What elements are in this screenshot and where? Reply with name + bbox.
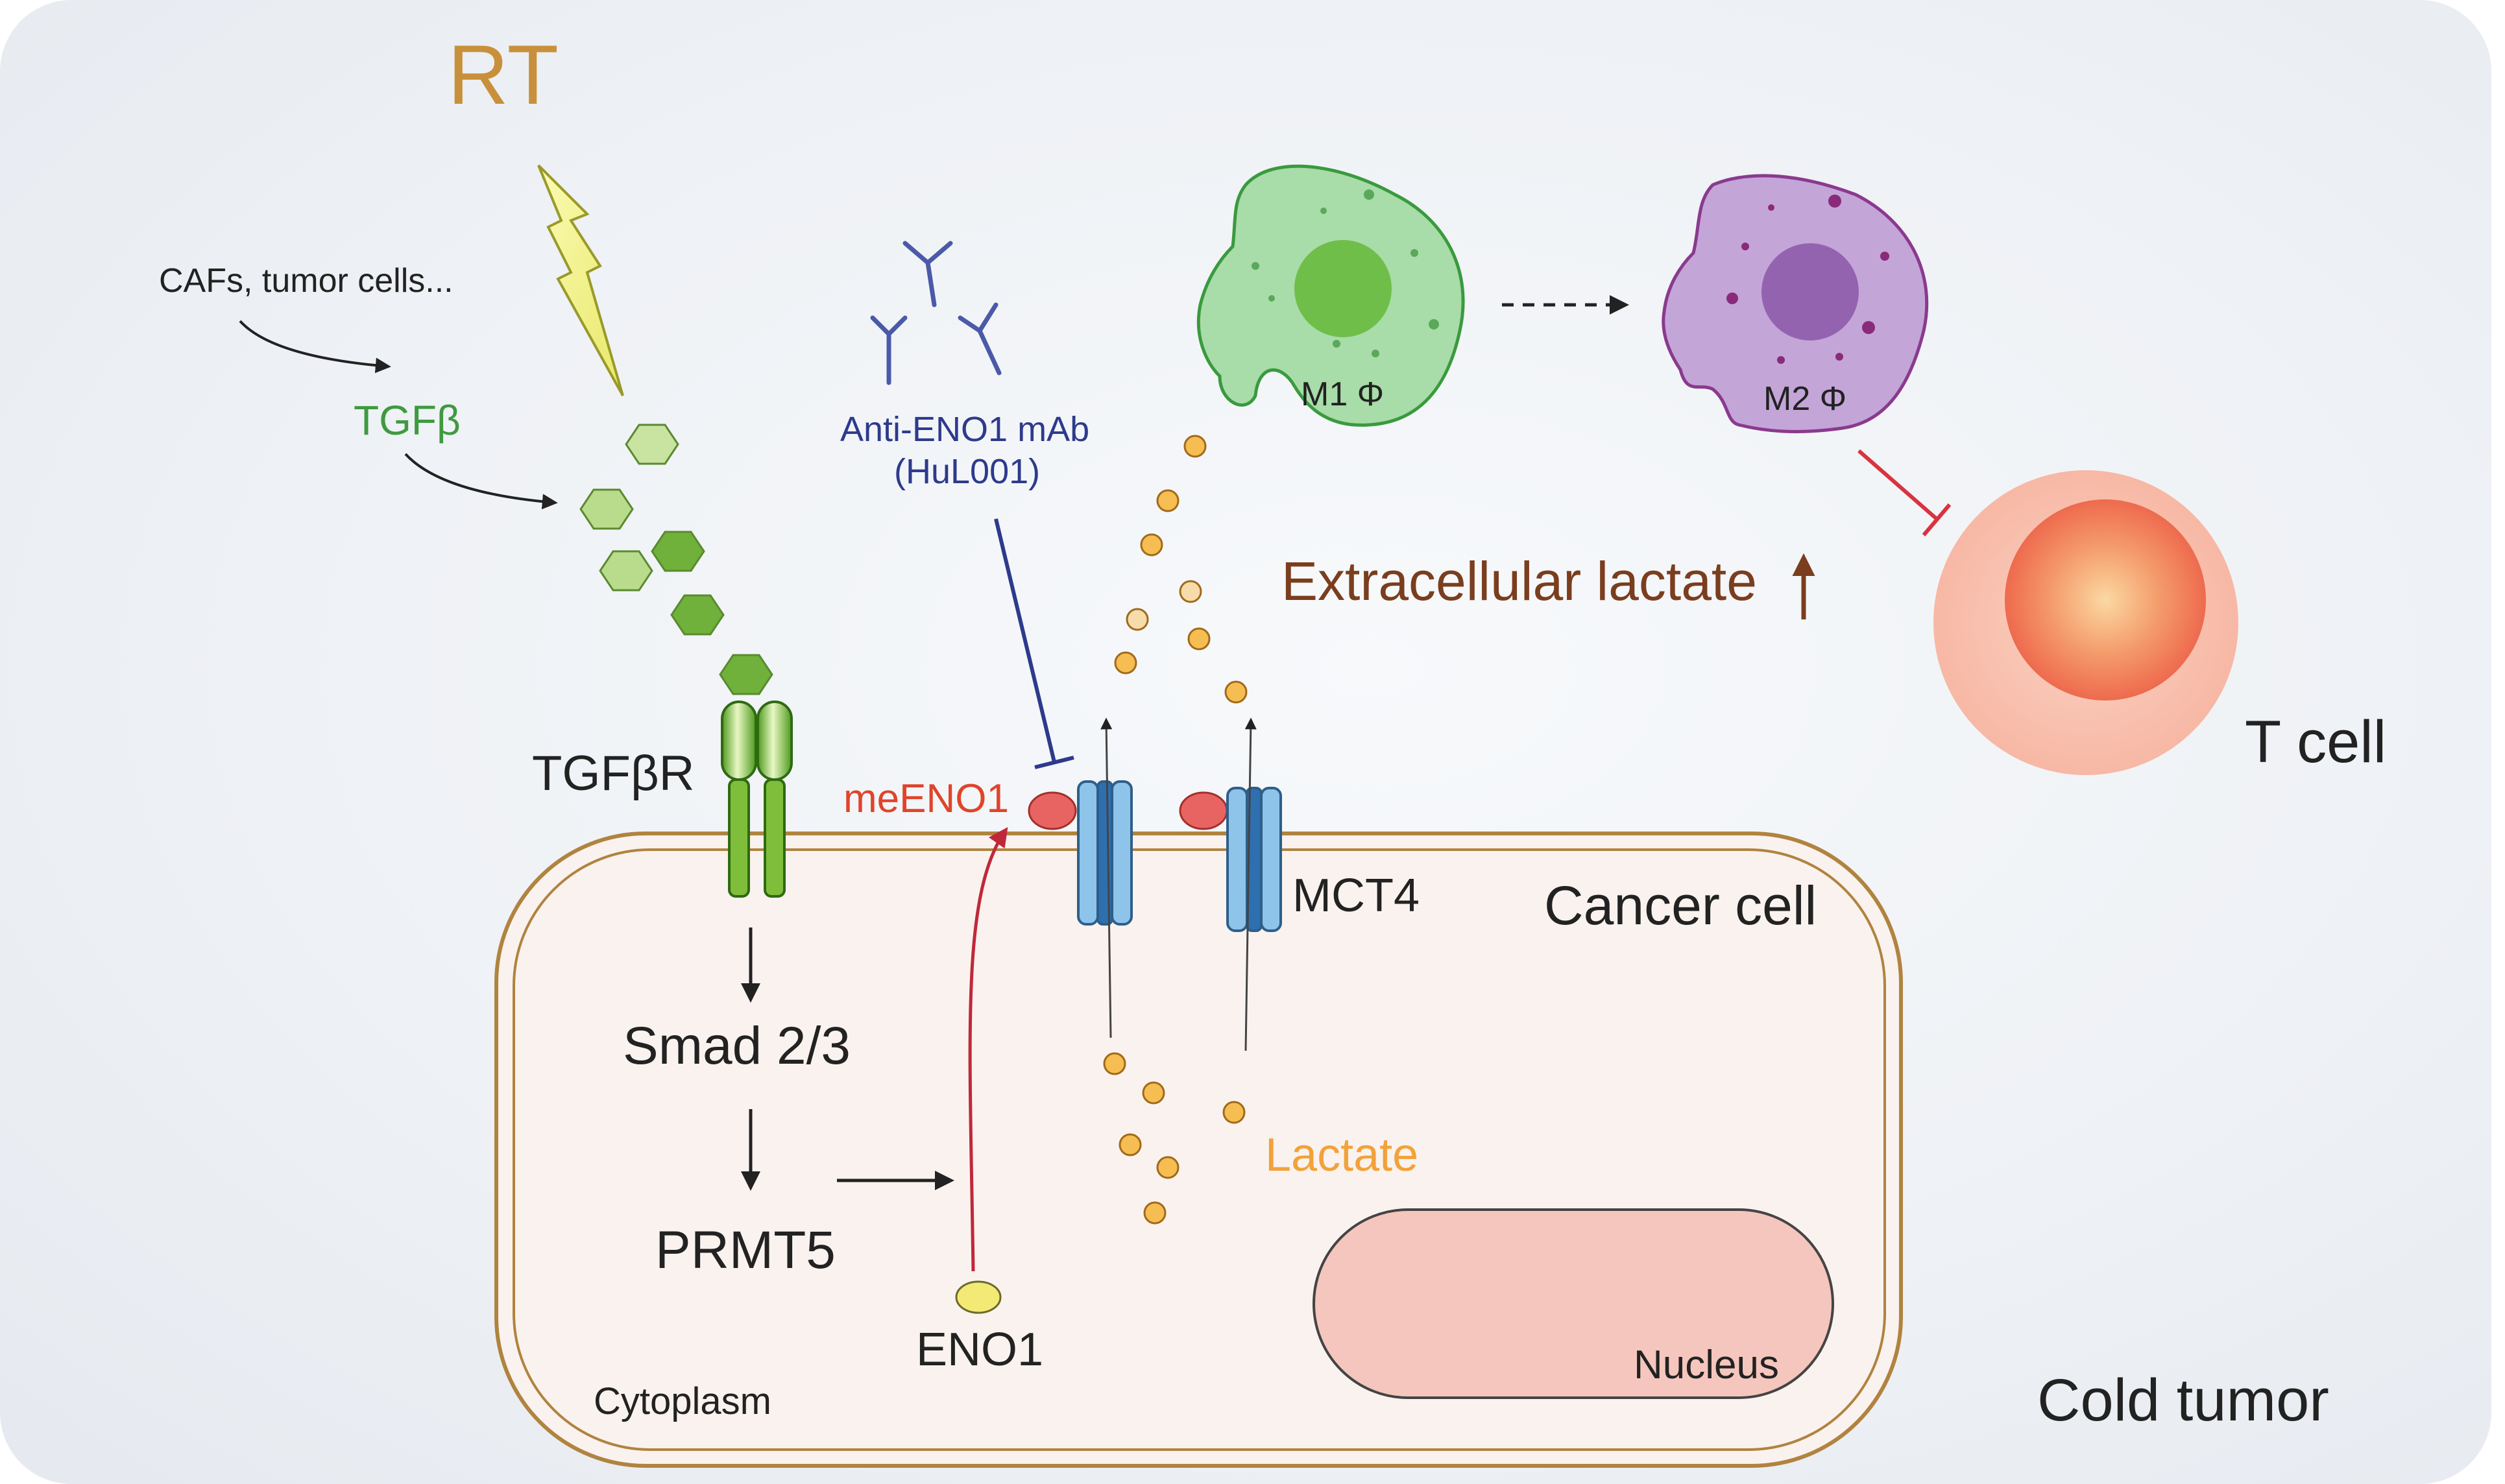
granule <box>1741 243 1749 250</box>
t-cell-label: T cell <box>2245 709 2386 775</box>
granule <box>1828 195 1841 208</box>
antibody-icon <box>870 315 908 385</box>
granule <box>1835 353 1843 361</box>
t-cell-inner <box>2005 499 2206 700</box>
lactate-dot <box>1103 1052 1126 1075</box>
meeno1-molecule-2 <box>1179 791 1228 830</box>
antibody-icon <box>958 302 1002 376</box>
tgfb-to-ligand-arrow <box>404 453 558 510</box>
cafs-label: CAFs, tumor cells... <box>159 262 454 300</box>
cafs-to-tgfb-arrow <box>239 320 391 374</box>
lactate-dot <box>1156 489 1180 512</box>
m2-label: M2 Φ <box>1763 380 1846 418</box>
lactate-dot <box>1224 680 1248 704</box>
granule <box>1364 189 1374 200</box>
granule <box>1862 321 1875 334</box>
lactate-dot <box>1179 580 1202 603</box>
granule <box>1880 252 1889 261</box>
m1-granules <box>1252 189 1439 357</box>
lactate-dot <box>1114 651 1137 675</box>
lactate-dot <box>1183 435 1207 458</box>
prmt5-label: PRMT5 <box>655 1221 836 1280</box>
granule <box>1410 249 1418 257</box>
lactate-dot <box>1222 1101 1246 1124</box>
mct4-transporter-left <box>1077 780 1133 926</box>
granule <box>1320 208 1327 214</box>
meeno1-molecule <box>1028 791 1077 830</box>
intracellular-lactate <box>1103 1052 1246 1225</box>
granule <box>1768 204 1774 211</box>
antibody-label-line1: Anti-ENO1 mAb <box>840 410 1089 449</box>
m2-inhibits-tcell <box>1858 449 1952 536</box>
eno1-label: ENO1 <box>916 1324 1043 1376</box>
lactate-dot <box>1156 1156 1180 1179</box>
cold-tumor-label: Cold tumor <box>2037 1367 2329 1433</box>
tgfbr-label: TGFβR <box>532 746 695 801</box>
mct4-label: MCT4 <box>1292 870 1420 922</box>
tgfb-ligands <box>579 424 773 695</box>
rt-label: RT <box>448 27 559 122</box>
granule <box>1268 295 1275 302</box>
lactate-dot <box>1187 627 1211 651</box>
nucleus <box>1313 1208 1834 1399</box>
eno1-translocation-arrow <box>968 827 1008 1272</box>
mct4-transporter-right <box>1226 787 1282 932</box>
cytoplasm-label: Cytoplasm <box>594 1380 771 1422</box>
m2-granules <box>1726 195 1889 364</box>
extracellular-lactate-label: Extracellular lactate <box>1281 551 1757 612</box>
granule <box>1333 340 1340 348</box>
lactate-dot <box>1119 1133 1142 1156</box>
tgfb-label: TGFβ <box>354 397 461 444</box>
granule <box>1777 356 1785 364</box>
m1-nucleus <box>1294 240 1392 337</box>
ligand-hexagon <box>599 550 653 592</box>
meeno1-label: meENO1 <box>843 776 1009 821</box>
antibody-label-line2: (HuL001) <box>894 452 1040 491</box>
cancer-cell-inner-membrane <box>513 848 1886 1451</box>
lactate-dot <box>1126 608 1149 631</box>
granule <box>1372 350 1379 357</box>
m1-label: M1 Φ <box>1301 376 1384 413</box>
granule <box>1252 262 1259 270</box>
granule <box>1726 293 1738 304</box>
lactate-export-line-left <box>1100 717 1113 1038</box>
lactate-dot <box>1143 1201 1167 1225</box>
lightning-bolt-icon <box>537 164 624 396</box>
eno1-molecule <box>955 1280 1002 1314</box>
nucleus-label: Nucleus <box>1634 1343 1779 1387</box>
ligand-hexagon <box>670 594 725 636</box>
lactate-dot <box>1142 1081 1165 1105</box>
smad-label: Smad 2/3 <box>623 1016 851 1075</box>
antibody-icon <box>902 241 953 307</box>
tgfb-receptor <box>721 700 793 898</box>
granule <box>1429 319 1439 329</box>
ligand-hexagon <box>719 654 773 695</box>
antibody-inhibition <box>994 518 1074 769</box>
lactate-dot <box>1140 533 1163 556</box>
lactate-export-line-right <box>1244 717 1257 1051</box>
m2-nucleus <box>1761 243 1859 341</box>
ligand-hexagon <box>579 488 634 530</box>
cancer-cell-label: Cancer cell <box>1544 875 1817 936</box>
ligand-hexagon <box>625 424 679 465</box>
ligand-hexagon <box>651 531 705 572</box>
lactate-label: Lactate <box>1265 1129 1418 1181</box>
anti-eno1-antibodies <box>870 241 1002 385</box>
